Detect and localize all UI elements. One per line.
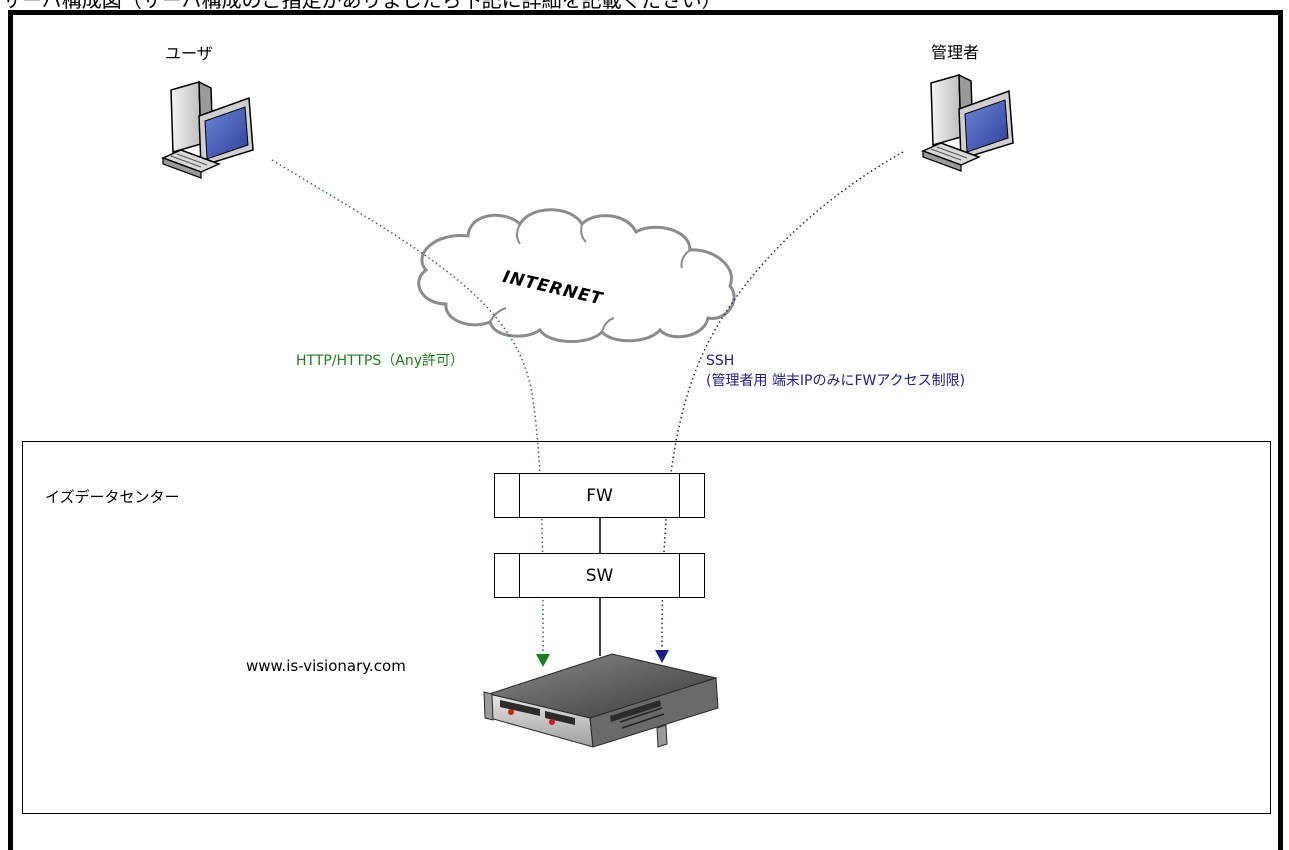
diagram-title-strip: サーバ構成図（サーバ構成のご指定がありましたら下記に詳細を記載ください） — [0, 0, 1289, 12]
datacenter-box — [22, 441, 1271, 814]
user-label: ユーザ — [165, 44, 213, 63]
server-label: www.is-visionary.com — [246, 657, 406, 675]
user-computer-icon — [161, 80, 254, 179]
http-connection-label: HTTP/HTTPS（Any許可） — [296, 353, 464, 369]
internet-cloud-icon — [417, 208, 736, 344]
http-arrowhead — [536, 654, 550, 667]
admin-computer-icon — [921, 73, 1014, 172]
firewall-box-right-rail — [679, 474, 704, 517]
server-icon — [483, 653, 719, 748]
firewall-label: FW — [586, 485, 613, 506]
switch-label: SW — [585, 565, 614, 586]
datacenter-label: イズデータセンター — [45, 488, 180, 506]
switch-box-left-rail — [495, 554, 520, 597]
ssh-connection-label-line1: SSH — [706, 353, 735, 369]
ssh-connection-label-line2: (管理者用 端末IPのみにFWアクセス制限) — [706, 373, 966, 389]
ssh-connection-line — [661, 151, 904, 649]
ssh-arrowhead — [655, 650, 669, 663]
firewall-box-left-rail — [495, 474, 520, 517]
diagram-title: サーバ構成図（サーバ構成のご指定がありましたら下記に詳細を記載ください） — [2, 0, 722, 12]
switch-box: SW — [494, 553, 705, 598]
switch-box-right-rail — [679, 554, 704, 597]
diagram-frame — [8, 10, 1283, 850]
admin-label: 管理者 — [931, 43, 980, 62]
firewall-box: FW — [494, 473, 705, 518]
